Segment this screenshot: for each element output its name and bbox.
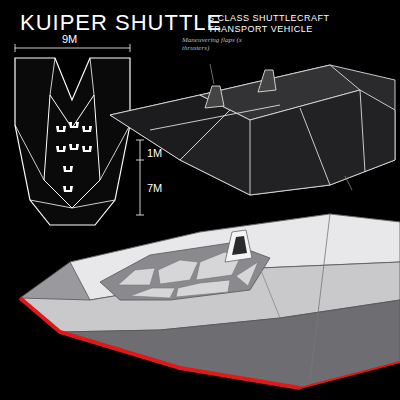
dimension-lines: [15, 44, 144, 215]
subtitle: S CLASS SHUTTLECRAFT TRANSPORT VEHICLE: [208, 13, 343, 35]
wireframe-view: [110, 64, 395, 195]
seat-icons: [56, 122, 92, 192]
rendered-view: [20, 214, 400, 388]
dimension-label: 1M: [147, 147, 162, 159]
title: KUIPER SHUTTLE: [20, 10, 222, 36]
handwritten-note: Maneuvering flaps (x thrusters): [182, 36, 262, 52]
dimension-label: 9M: [62, 33, 77, 45]
dimension-label: 7M: [147, 182, 162, 194]
plan-view: [15, 58, 130, 225]
